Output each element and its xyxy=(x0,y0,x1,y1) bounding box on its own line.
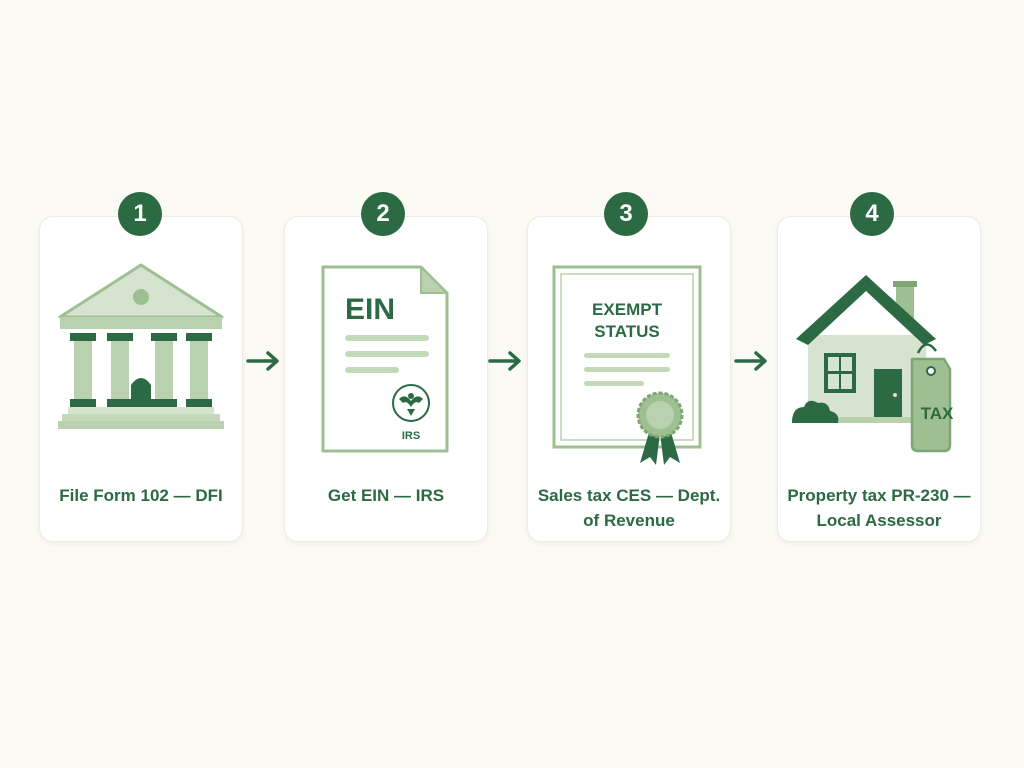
step-card-2: EIN IRS Get EIN — IRS xyxy=(284,216,488,542)
step-card-3: EXEMPT STATUS Sales tax CES — Dept. of R… xyxy=(527,216,731,542)
step-badge-3: 3 xyxy=(604,192,648,236)
bank-building-icon xyxy=(58,263,224,429)
house-tax-tag-icon: TAX xyxy=(792,275,954,453)
cert-line-2: STATUS xyxy=(594,322,659,341)
doc-title: EIN xyxy=(345,293,395,326)
step-label-1: File Form 102 — DFI xyxy=(59,486,223,505)
tag-text: TAX xyxy=(921,404,954,423)
step-label-4: Property tax PR-230 — Local Assessor xyxy=(787,486,971,530)
step-label-2: Get EIN — IRS xyxy=(327,486,445,505)
seal-text: IRS xyxy=(402,430,420,442)
step-card-1: File Form 102 — DFI xyxy=(39,216,243,542)
arrow-right-icon xyxy=(734,351,767,371)
arrow-right-icon xyxy=(246,351,279,371)
ein-document-icon: EIN IRS xyxy=(321,265,449,453)
step-badge-1: 1 xyxy=(118,192,162,236)
step-badge-2: 2 xyxy=(361,192,405,236)
ribbon-seal-icon xyxy=(640,429,660,465)
cert-line-1: EXEMPT xyxy=(592,300,663,319)
step-label-3: Sales tax CES — Dept. of Revenue xyxy=(537,486,721,530)
step-badge-4: 4 xyxy=(850,192,894,236)
arrow-right-icon xyxy=(488,351,521,371)
step-card-4: TAX Property tax PR-230 — Local Assessor xyxy=(777,216,981,542)
exempt-certificate-icon: EXEMPT STATUS xyxy=(552,265,702,465)
